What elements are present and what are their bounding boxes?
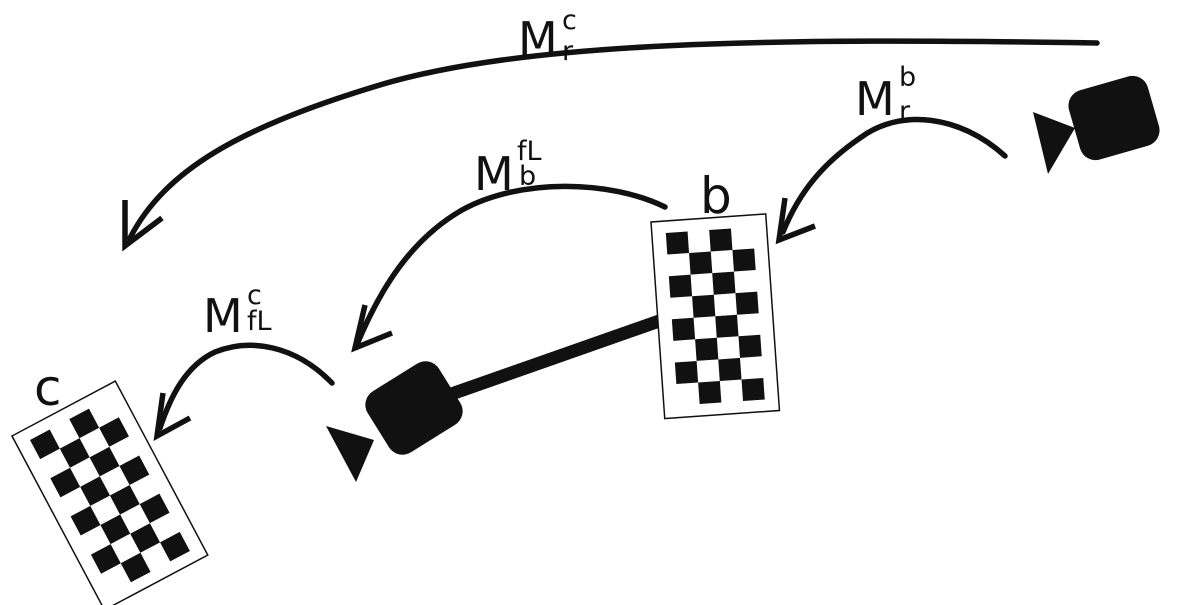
mount-rod xyxy=(433,313,669,405)
checker-square xyxy=(89,446,120,477)
svg-text:fL: fL xyxy=(517,136,542,167)
svg-text:M: M xyxy=(855,72,895,126)
checker-square xyxy=(712,271,736,295)
svg-text:c: c xyxy=(247,280,262,311)
checker-square xyxy=(119,455,150,486)
label-m-b-fl: M fL b xyxy=(474,136,542,201)
checker-square xyxy=(715,314,739,338)
svg-text:c: c xyxy=(562,5,577,36)
checker-square xyxy=(130,523,161,553)
arrow-m-r-c xyxy=(122,38,1100,252)
svg-text:M: M xyxy=(518,12,558,66)
svg-text:r: r xyxy=(899,96,911,127)
svg-text:M: M xyxy=(203,289,243,343)
checker-square xyxy=(160,531,190,562)
svg-text:b: b xyxy=(899,62,916,93)
label-m-r-b: M b r xyxy=(855,62,916,127)
arrow-m-fl-c xyxy=(153,342,335,442)
checker-square xyxy=(29,429,60,460)
checker-square xyxy=(695,337,719,361)
checker-square xyxy=(90,544,121,574)
checker-square xyxy=(139,493,170,524)
checker-square xyxy=(709,228,733,252)
checker-square xyxy=(69,408,100,439)
checker-square xyxy=(732,248,756,272)
camera-icon xyxy=(326,361,463,482)
board-c-label: c xyxy=(34,359,62,417)
checker-square xyxy=(59,438,90,468)
checker-square xyxy=(741,377,765,402)
board-b-label: b xyxy=(700,167,732,225)
checker-square xyxy=(100,514,131,545)
label-m-fl-c: M c fL xyxy=(203,280,272,343)
svg-text:r: r xyxy=(562,36,574,67)
checker-square xyxy=(738,334,762,358)
checker-square xyxy=(50,467,81,498)
checker-square xyxy=(689,251,713,275)
checker-square xyxy=(109,485,140,515)
checker-square xyxy=(70,505,101,536)
svg-text:fL: fL xyxy=(247,306,272,337)
checkerboard-icon xyxy=(10,380,209,605)
checker-square xyxy=(80,476,110,506)
label-m-r-c: M c r xyxy=(518,5,577,67)
checker-square xyxy=(674,360,699,385)
svg-text:M: M xyxy=(474,147,514,201)
checker-square xyxy=(120,552,151,583)
checkerboard-icon xyxy=(650,213,781,420)
camera-icon xyxy=(1033,75,1160,174)
checker-square xyxy=(665,231,690,255)
arrow-m-b-fl xyxy=(351,183,668,353)
arrow-m-r-b xyxy=(775,116,1008,245)
svg-text:b: b xyxy=(519,161,536,192)
checker-square xyxy=(692,294,716,318)
checker-square xyxy=(698,380,722,405)
checker-square xyxy=(735,291,759,315)
checker-square xyxy=(668,274,693,298)
checker-square xyxy=(99,417,129,447)
checker-square xyxy=(671,317,696,341)
checker-square xyxy=(718,357,742,381)
